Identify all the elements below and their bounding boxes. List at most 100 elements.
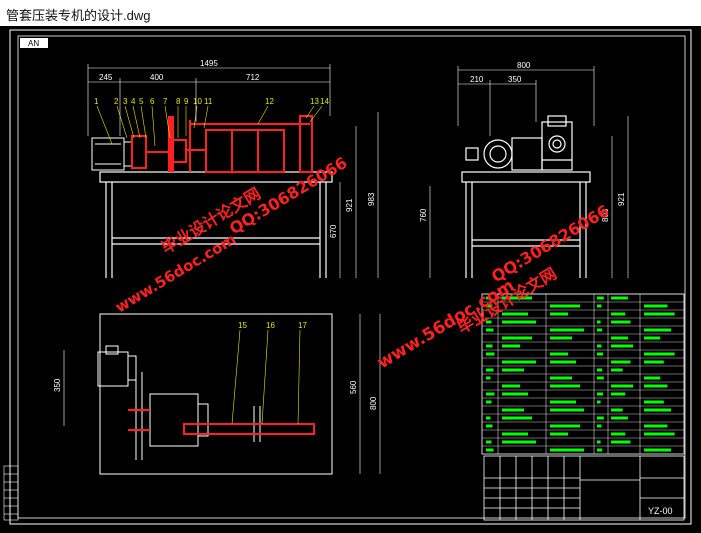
bom-cell-mark [611, 440, 631, 444]
bom-cell-mark [597, 344, 602, 348]
svg-text:350: 350 [508, 75, 522, 84]
svg-text:210: 210 [470, 75, 484, 84]
cad-drawing[interactable]: AN [0, 26, 701, 533]
svg-text:1495: 1495 [200, 59, 218, 68]
bom-cell-mark [550, 304, 580, 308]
bom-cell-mark [550, 328, 584, 332]
bom-cell-mark [644, 312, 675, 316]
svg-text:16: 16 [266, 321, 275, 330]
inner-frame [17, 35, 686, 519]
svg-text:800: 800 [517, 61, 531, 70]
bom-cell-mark [644, 336, 661, 340]
bom-cell-mark [644, 304, 668, 308]
svg-text:9: 9 [184, 97, 189, 106]
drawing-number: YZ-00 [648, 506, 673, 516]
front-view: 1 2 3 4 5 6 7 8 9 10 11 12 13 14 1495 [87, 59, 379, 278]
bom-cell-mark [644, 448, 671, 452]
bom-cell-mark [486, 416, 491, 420]
bom-cell-mark [486, 376, 491, 380]
bom-cell-mark [597, 392, 603, 396]
bom-cell-mark [502, 320, 536, 324]
bom-cell-mark [611, 384, 634, 388]
bom-cell-mark [644, 432, 675, 436]
bom-cell-mark [597, 368, 603, 372]
svg-text:921: 921 [617, 192, 626, 206]
bom-cell-mark [611, 432, 626, 436]
bom-cell-mark [550, 376, 572, 380]
bom-cell-mark [502, 360, 536, 364]
bom-cell-mark [611, 368, 623, 372]
bom-cell-mark [502, 368, 524, 372]
bom-cell-mark [502, 296, 532, 300]
bom-cell-mark [502, 416, 532, 420]
title-block [483, 455, 685, 521]
bom-cell-mark [597, 416, 604, 420]
bom-cell-mark [644, 424, 668, 428]
bom-cell-mark [611, 360, 631, 364]
bom-cell-mark [502, 440, 536, 444]
bom-cell-mark [502, 344, 520, 348]
bom-table [481, 293, 685, 455]
bom-cell-mark [486, 448, 494, 452]
bom-cell-mark [550, 448, 584, 452]
svg-text:15: 15 [238, 321, 247, 330]
svg-text:8: 8 [176, 97, 181, 106]
svg-text:5: 5 [139, 97, 144, 106]
window-titlebar: 管套压装专机的设计.dwg [0, 0, 701, 27]
bom-cell-mark [611, 416, 628, 420]
svg-text:4: 4 [131, 97, 136, 106]
bom-cell-mark [486, 368, 494, 372]
bom-cell-mark [611, 312, 626, 316]
bom-cell-mark [597, 440, 601, 444]
left-legend-strip [3, 465, 19, 521]
bom-cell-mark [550, 432, 568, 436]
svg-text:1: 1 [94, 97, 99, 106]
bom-cell-mark [502, 432, 528, 436]
bom-cell-mark [550, 336, 572, 340]
bom-cell-mark [597, 304, 602, 308]
svg-text:245: 245 [99, 73, 113, 82]
bom-cell-mark [486, 440, 492, 444]
svg-text:7: 7 [163, 97, 168, 106]
svg-text:760: 760 [419, 208, 428, 222]
cad-canvas[interactable]: AN [0, 26, 701, 533]
bom-cell-mark [597, 424, 602, 428]
bom-cell-mark [550, 408, 584, 412]
bom-cell-mark [486, 328, 494, 332]
bom-cell-mark [486, 400, 492, 404]
bom-cell-mark [486, 296, 491, 300]
svg-text:11: 11 [204, 97, 213, 106]
bom-cell-mark [644, 352, 675, 356]
motor [91, 137, 133, 171]
bom-cell-mark [486, 352, 495, 356]
svg-text:400: 400 [150, 73, 164, 82]
bom-cell-mark [597, 296, 604, 300]
bom-cell-mark [550, 400, 576, 404]
layer-badge-label: AN [28, 39, 39, 48]
svg-text:14: 14 [320, 97, 329, 106]
bom-cell-mark [502, 384, 520, 388]
bom-cell-mark [611, 392, 626, 396]
bom-cell-mark [502, 336, 532, 340]
svg-text:670: 670 [329, 224, 338, 238]
svg-text:800: 800 [369, 396, 378, 410]
top-view: 15 16 17 350 560 800 [53, 313, 381, 475]
bom-cell-mark [550, 312, 568, 316]
bom-cell-mark [550, 384, 580, 388]
bom-cell-mark [644, 328, 671, 332]
svg-text:12: 12 [265, 97, 274, 106]
bom-cell-mark [502, 392, 528, 396]
bom-cell-mark [597, 352, 603, 356]
bom-cell-mark [644, 360, 664, 364]
bom-cell-mark [644, 400, 664, 404]
svg-text:803: 803 [601, 208, 610, 222]
svg-text:10: 10 [193, 97, 202, 106]
bom-cell-mark [597, 448, 603, 452]
window-title: 管套压装专机的设计.dwg [6, 8, 151, 23]
bom-cell-mark [486, 424, 493, 428]
bom-cell-mark [611, 344, 634, 348]
bom-cell-mark [486, 320, 492, 324]
press-mechanism [131, 115, 313, 173]
svg-text:921: 921 [345, 198, 354, 212]
bom-cell-mark [611, 296, 628, 300]
